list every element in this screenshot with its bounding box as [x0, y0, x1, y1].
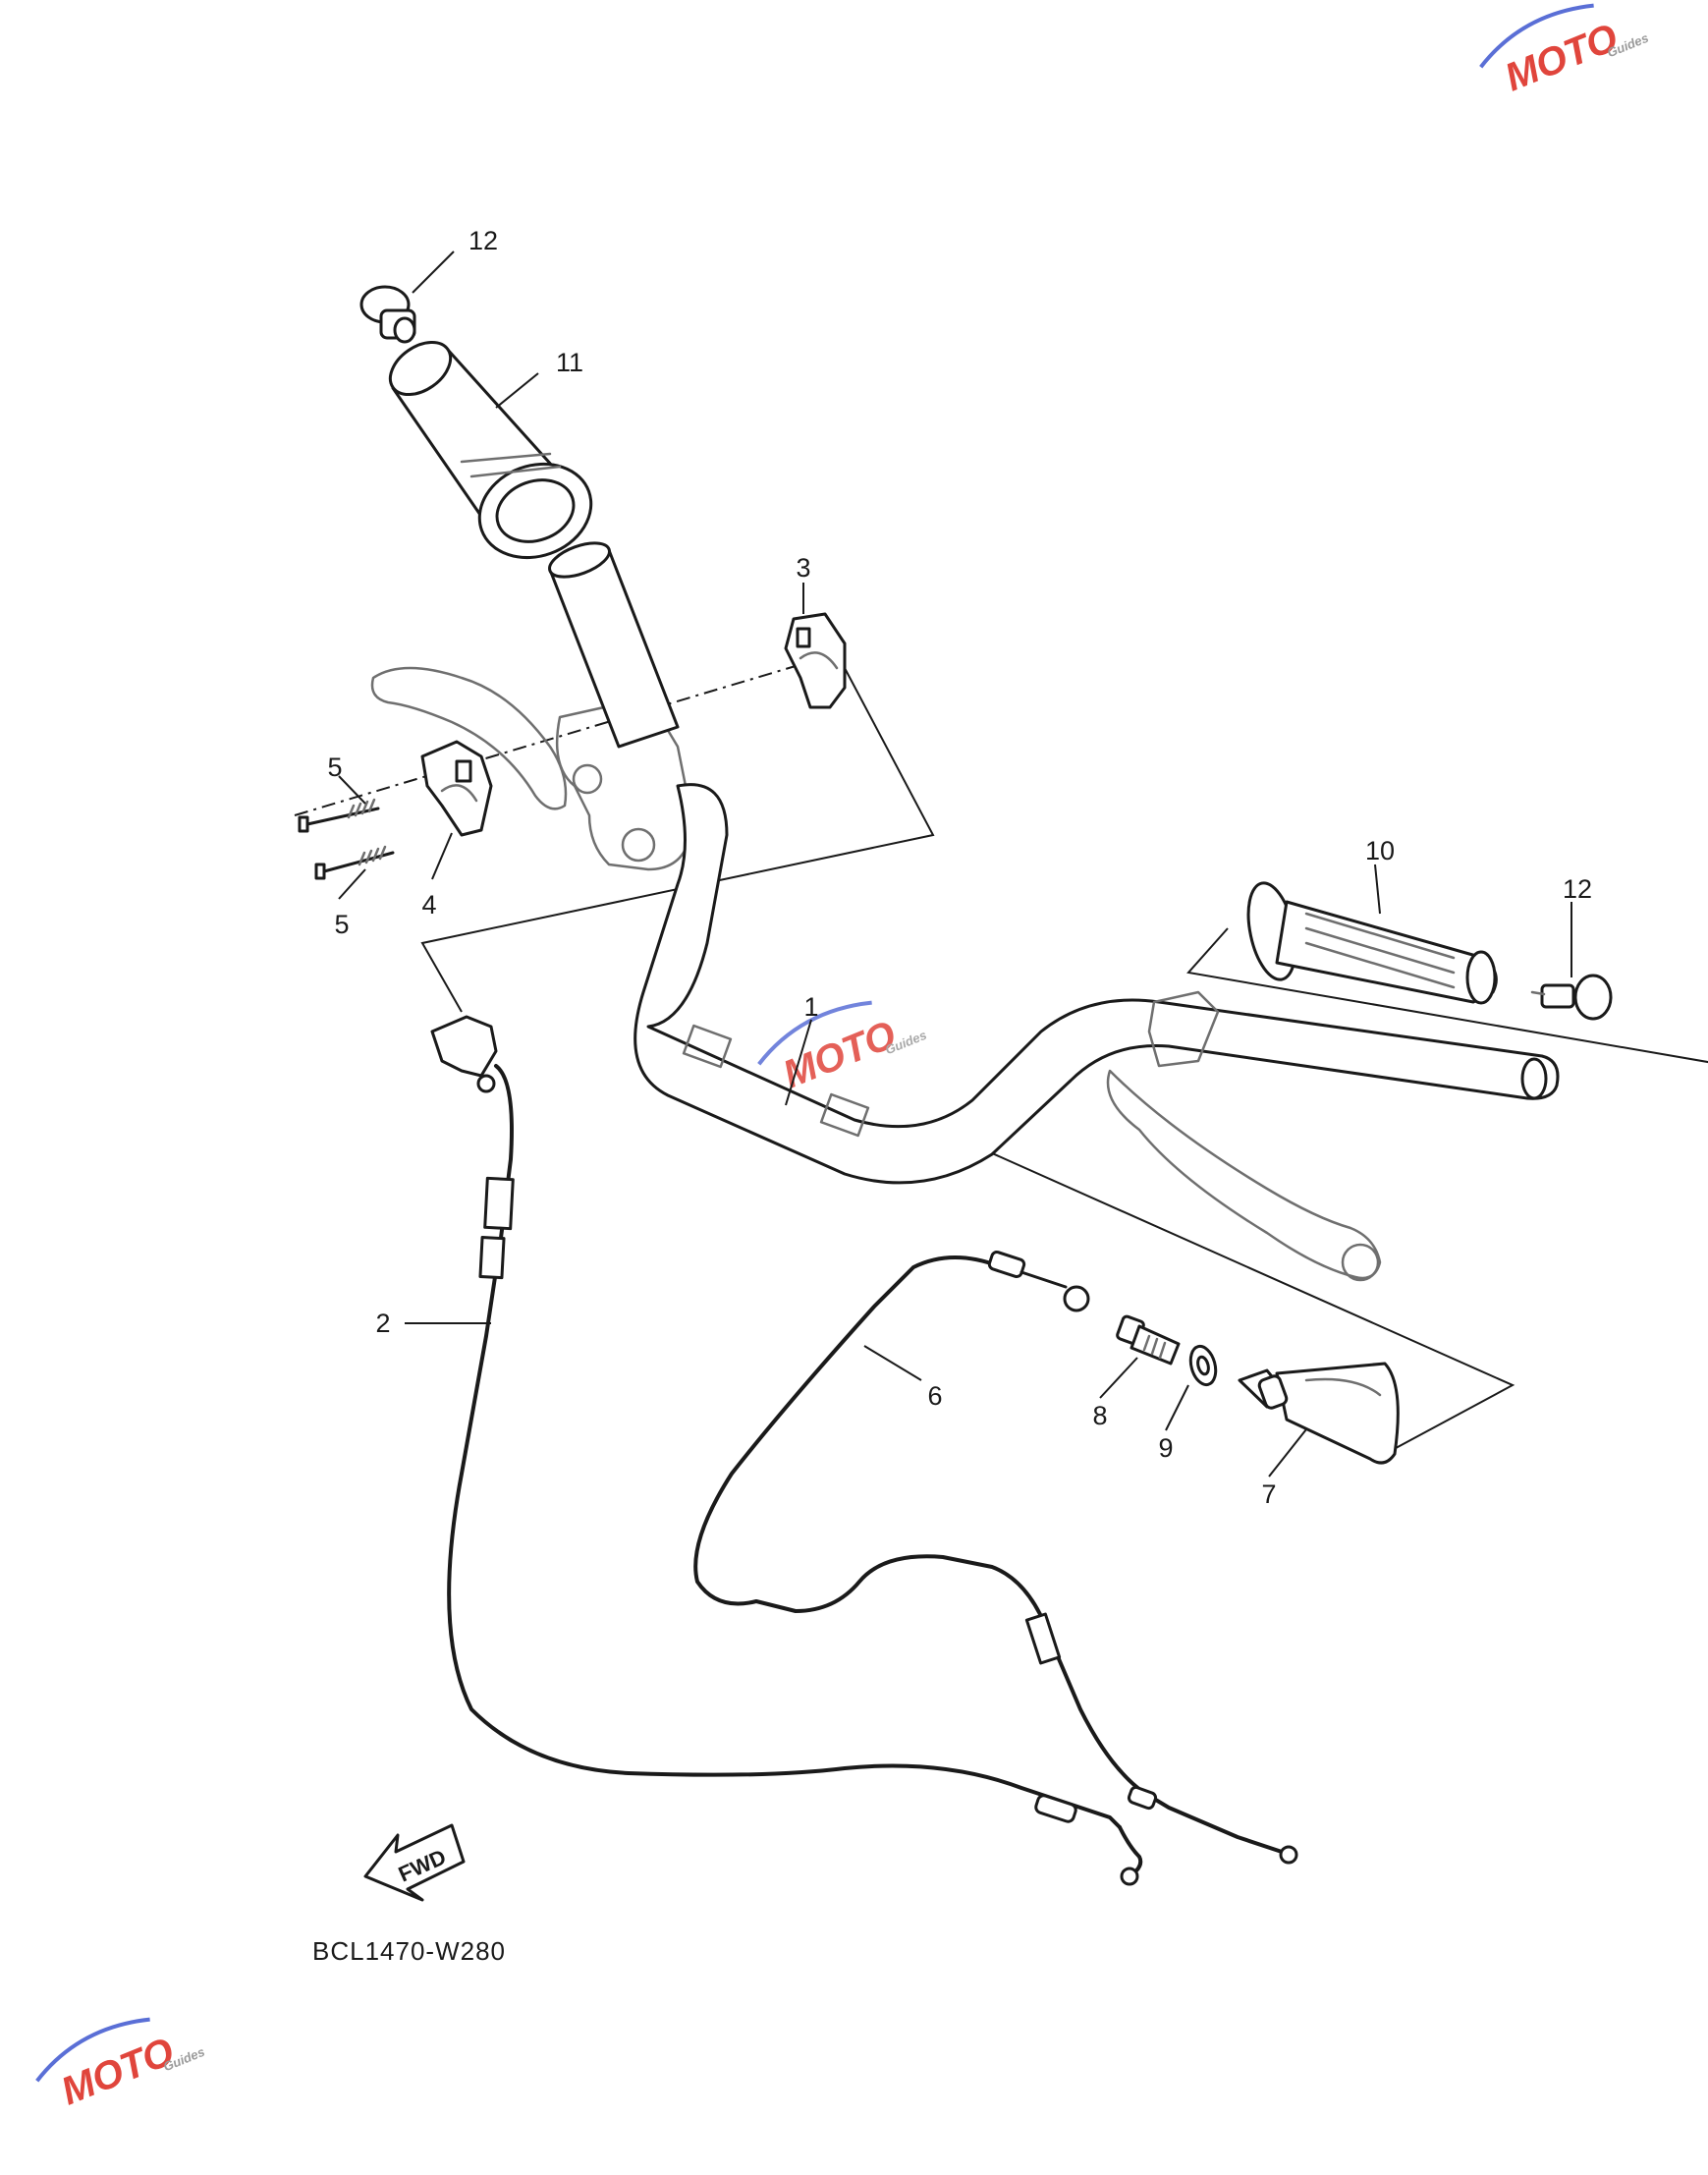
- callout-12-right: 12: [1563, 874, 1592, 904]
- left-bar-end-weight: [359, 285, 416, 344]
- callout-7: 7: [1261, 1479, 1276, 1509]
- callout-1: 1: [803, 992, 818, 1022]
- handlebar-part-1: [634, 783, 1560, 1185]
- watermark-logo-text: MOTO: [777, 1013, 902, 1096]
- callout-10: 10: [1365, 836, 1395, 865]
- cable-end-housing: [430, 1015, 498, 1078]
- callout-11: 11: [556, 348, 583, 377]
- callout-5-upper: 5: [327, 753, 342, 782]
- diagram-code: BCL1470-W280: [312, 1936, 506, 1966]
- callout-4: 4: [421, 890, 436, 920]
- callout-12-left: 12: [468, 226, 498, 255]
- left-grip: [388, 340, 680, 749]
- callout-5-lower: 5: [334, 910, 349, 939]
- guide-line-throttle: [971, 1143, 1515, 1455]
- watermark-logo-bottom-left: MOTO Guides: [35, 2017, 207, 2114]
- right-lever-assembly: [1106, 990, 1382, 1282]
- guide-line-clamp-axis: [294, 662, 806, 816]
- assembly-guide-lines: [294, 662, 1708, 1455]
- callout-3: 3: [796, 553, 810, 583]
- cable-washer-part-9: [1188, 1344, 1218, 1387]
- leader-lines: [338, 251, 1572, 1478]
- cable-adjuster-part-8: [1116, 1314, 1181, 1366]
- forward-direction-arrow: FWD: [363, 1823, 466, 1902]
- throttle-cable-part-2: [430, 1015, 1143, 1886]
- callout-6: 6: [927, 1381, 942, 1411]
- lower-bar-clamp-part-4: [420, 740, 493, 837]
- clamp-bolt-lower: [314, 845, 395, 880]
- callout-8: 8: [1092, 1401, 1107, 1430]
- cable-adjuster-nut: [1063, 1285, 1090, 1312]
- callout-labels: 1 2 3 4 5 5 6 7 8 9 10 11 12 12: [327, 226, 1592, 1509]
- watermark-logo-top-right: MOTO Guides: [1479, 3, 1651, 100]
- right-grip-part-10: [1246, 881, 1498, 1005]
- callout-9: 9: [1158, 1433, 1173, 1463]
- guide-line-right-grip: [1186, 927, 1708, 1064]
- clamp-bolt-upper: [298, 798, 380, 833]
- watermark-logo-text: MOTO: [1499, 16, 1624, 99]
- throttle-cable-part-6: [693, 1250, 1298, 1865]
- callout-2: 2: [375, 1309, 390, 1338]
- upper-bar-clamp-part-3: [784, 612, 847, 709]
- watermark-logo-text: MOTO: [55, 2030, 180, 2113]
- right-bar-end-weight: [1530, 974, 1613, 1021]
- left-bar-end-tube: [548, 548, 680, 749]
- cable-guide-cover-part-7: [1238, 1362, 1400, 1465]
